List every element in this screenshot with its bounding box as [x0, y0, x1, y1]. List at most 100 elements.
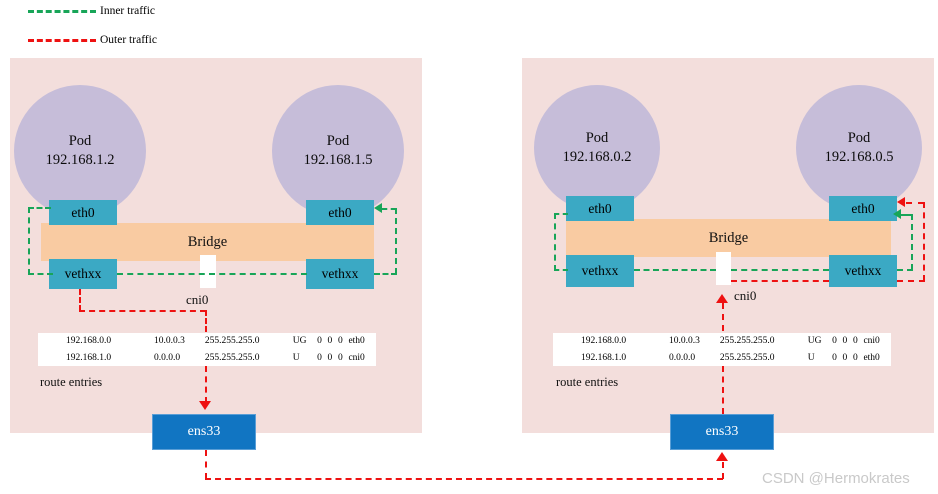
- legend-label-inner: Inner traffic: [100, 5, 156, 17]
- inner-path-seg: [634, 269, 716, 271]
- route-cell-genmask: 255.255.255.0: [204, 336, 260, 347]
- route-cell-ref: 0: [842, 352, 848, 363]
- pod-left-host-b: Pod 192.168.1.5: [272, 85, 404, 217]
- outer-path-seg: [731, 280, 829, 282]
- iface-eth0-right-host-a[interactable]: eth0: [566, 196, 634, 221]
- inner-path-seg: [554, 213, 568, 215]
- outer-path-seg: [79, 289, 81, 311]
- iface-eth0-right-host-b[interactable]: eth0: [829, 196, 897, 221]
- route-cell-gateway: 10.0.0.3: [153, 336, 185, 347]
- pod-left-host-a: Pod 192.168.1.2: [14, 85, 146, 217]
- route-cell-flags: UG: [807, 336, 822, 347]
- outer-path-seg: [205, 450, 207, 479]
- dashed-line-icon: [28, 9, 96, 13]
- iface-label: vethxx: [844, 263, 882, 278]
- inner-path-seg: [28, 207, 30, 275]
- outer-path-seg: [897, 280, 925, 282]
- route-caption-right-host: route entries: [556, 375, 619, 389]
- outer-path-arrowhead: [716, 294, 728, 303]
- route-cell-ref: 0: [327, 336, 333, 347]
- iface-label: eth0: [851, 200, 875, 216]
- nic-ens33-left-host[interactable]: ens33: [152, 414, 256, 450]
- inner-path-seg: [117, 273, 307, 275]
- cni0-label-right-host: cni0: [734, 288, 757, 303]
- outer-path-seg: [722, 462, 724, 479]
- cni0-label-left-host: cni0: [186, 292, 209, 307]
- route-cell-flags: U: [292, 352, 300, 363]
- iface-eth0-left-host-a[interactable]: eth0: [49, 200, 117, 225]
- inner-path-seg: [554, 269, 568, 271]
- route-cell-iface: cni0: [863, 336, 880, 347]
- bridge-label: Bridge: [708, 229, 749, 246]
- route-cell-iface: eth0: [863, 352, 880, 363]
- route-cell-ref: 0: [842, 336, 848, 347]
- iface-vethxx-left-host-a[interactable]: vethxx: [49, 259, 117, 289]
- cni0-port-left-host: [200, 255, 216, 288]
- bridge-label: Bridge: [187, 233, 228, 250]
- pod-ip: 192.168.1.5: [303, 152, 373, 168]
- nic-label: ens33: [187, 424, 221, 439]
- route-cell-gateway: 0.0.0.0: [153, 352, 181, 363]
- inner-path-seg: [731, 269, 829, 271]
- outer-path-arrowhead: [199, 401, 211, 410]
- route-cell-destination: 192.168.0.0: [581, 336, 627, 347]
- bridge-right-host: Bridge: [566, 219, 891, 257]
- inner-path-seg: [28, 273, 53, 275]
- iface-vethxx-left-host-b[interactable]: vethxx: [306, 259, 374, 289]
- iface-label: vethxx: [321, 266, 359, 281]
- iface-label: eth0: [71, 204, 95, 220]
- legend-label-outer: Outer traffic: [100, 34, 157, 46]
- bridge-left-host: Bridge: [41, 223, 374, 261]
- dashed-line-icon: [28, 38, 96, 42]
- pod-ip: 192.168.0.5: [824, 149, 894, 165]
- route-cell-genmask: 255.255.255.0: [719, 352, 775, 363]
- inner-path-seg: [911, 214, 913, 270]
- pod-title: Pod: [68, 133, 92, 150]
- legend-item-inner-traffic: Inner traffic: [28, 4, 155, 18]
- route-cell-metric: 0: [832, 352, 837, 363]
- iface-eth0-left-host-b[interactable]: eth0: [306, 200, 374, 225]
- pod-right-host-b: Pod 192.168.0.5: [796, 85, 922, 211]
- inner-path-seg: [395, 208, 397, 274]
- route-cell-destination: 192.168.1.0: [66, 352, 112, 363]
- inner-path-seg: [900, 214, 912, 216]
- watermark: CSDN @Hermokrates: [762, 470, 910, 487]
- route-cell-metric: 0: [317, 336, 322, 347]
- iface-vethxx-right-host-a[interactable]: vethxx: [566, 255, 634, 287]
- pod-right-host-a: Pod 192.168.0.2: [534, 85, 660, 211]
- outer-path-seg: [205, 478, 723, 480]
- iface-label: eth0: [588, 200, 612, 216]
- pod-ip: 192.168.0.2: [562, 149, 632, 165]
- cni0-port-right-host: [716, 252, 731, 285]
- route-cell-ref: 0: [327, 352, 333, 363]
- route-cell-gateway: 0.0.0.0: [668, 352, 696, 363]
- inner-path-arrowhead: [893, 209, 901, 219]
- route-cell-genmask: 255.255.255.0: [204, 352, 260, 363]
- pod-title: Pod: [585, 130, 609, 147]
- inner-path-seg: [554, 213, 556, 271]
- nic-ens33-right-host[interactable]: ens33: [670, 414, 774, 450]
- pod-ip: 192.168.1.2: [45, 152, 115, 168]
- outer-path-seg: [205, 310, 207, 332]
- iface-label: eth0: [328, 204, 352, 220]
- pod-title: Pod: [326, 133, 350, 150]
- iface-vethxx-right-host-b[interactable]: vethxx: [829, 255, 897, 287]
- route-cell-iface: eth0: [348, 336, 365, 347]
- nic-label: ens33: [705, 424, 739, 439]
- legend-item-outer-traffic: Outer traffic: [28, 33, 157, 47]
- outer-path-seg: [923, 202, 925, 281]
- inner-path-seg: [382, 208, 396, 210]
- iface-label: vethxx: [64, 266, 102, 281]
- route-cell-destination: 192.168.0.0: [66, 336, 112, 347]
- route-cell-metric: 0: [317, 352, 322, 363]
